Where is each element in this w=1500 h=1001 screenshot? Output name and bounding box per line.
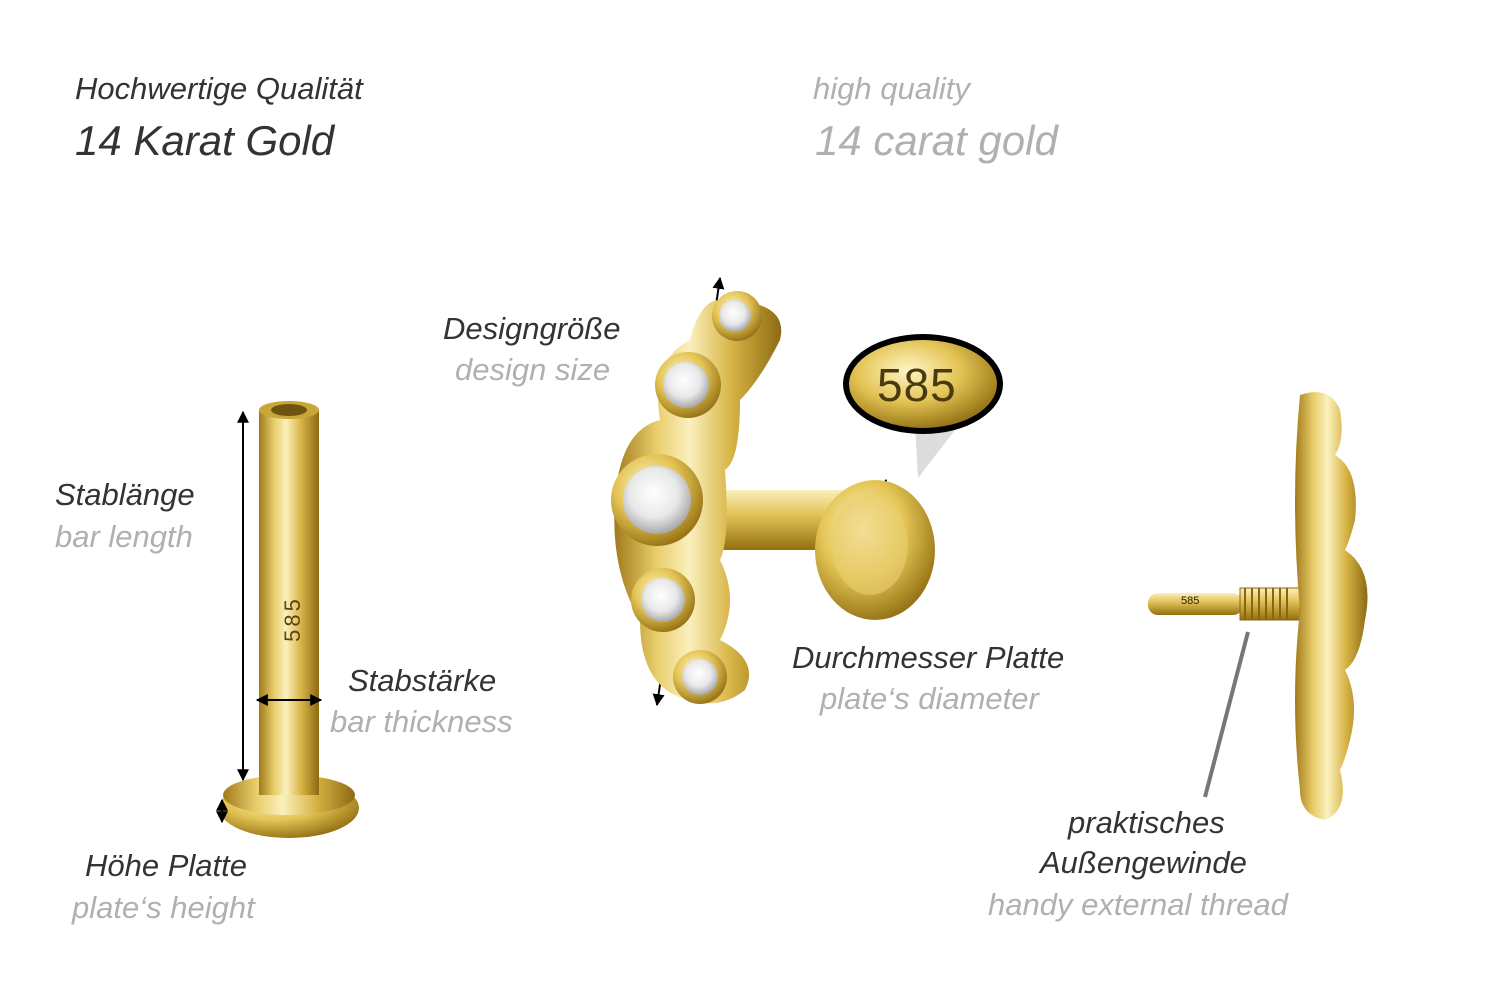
design-size-label-en: design size xyxy=(455,352,611,387)
plate-height-label-de: Höhe Platte xyxy=(85,848,247,883)
thread-label-de-line2: Außengewinde xyxy=(1040,845,1247,880)
hallmark-585: 585 xyxy=(877,359,957,411)
thread-label-de-line1: praktisches xyxy=(1068,805,1225,840)
bar-length-label-de: Stablänge xyxy=(55,477,195,512)
thread-engraving-585: 585 xyxy=(1181,595,1200,607)
quality-heading-en: high quality xyxy=(813,71,970,106)
hallmark-bubble xyxy=(843,334,1003,478)
plate-diameter-label-en: plate‘s diameter xyxy=(820,681,1039,716)
design-size-label-de: Designgröße xyxy=(443,311,621,346)
quality-heading-de: Hochwertige Qualität xyxy=(75,71,363,106)
bar-thickness-label-en: bar thickness xyxy=(330,704,513,739)
plate-height-label-en: plate‘s height xyxy=(72,890,255,925)
thread-label-en: handy external thread xyxy=(988,887,1288,922)
side-view-with-thread xyxy=(1148,392,1368,820)
material-heading-en: 14 carat gold xyxy=(815,117,1058,164)
bar-length-label-en: bar length xyxy=(55,519,193,554)
material-heading-de: 14 Karat Gold xyxy=(75,117,335,164)
labret-bar xyxy=(219,401,359,838)
bar-thickness-label-de: Stabstärke xyxy=(348,663,497,698)
bar-engraving-585: 585 xyxy=(279,596,305,642)
plate-diameter-label-de: Durchmesser Platte xyxy=(792,640,1065,675)
labret-with-gem-top xyxy=(611,291,935,704)
